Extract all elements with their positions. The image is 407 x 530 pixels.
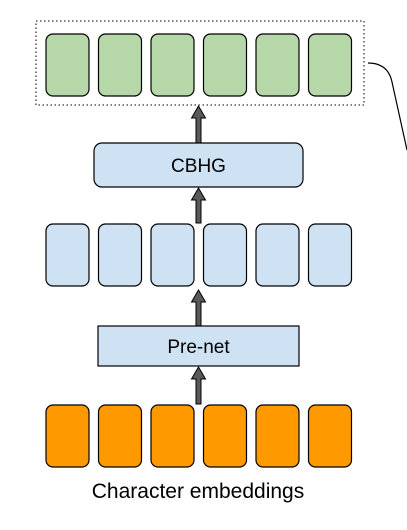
leader-line	[367, 62, 407, 151]
arrow-prenet-to-row	[190, 289, 207, 327]
up-arrow	[190, 105, 207, 144]
prenet-block	[97, 325, 300, 367]
caption: Character embeddings	[92, 480, 304, 503]
embeddings-row	[45, 404, 353, 468]
output-cell-2	[97, 33, 143, 97]
output-cell-3	[150, 33, 195, 97]
up-arrow	[190, 187, 207, 224]
cbhg-input-cell-6	[307, 223, 353, 287]
cbhg-input-cell-3	[150, 223, 195, 287]
embedding-cell-3	[150, 404, 195, 468]
up-arrow	[190, 289, 207, 327]
output-cell-6	[307, 33, 353, 97]
arrow-cbhg-to-output	[190, 105, 207, 144]
cbhg-label: CBHG	[171, 156, 226, 177]
output-row-outline	[35, 20, 365, 106]
cbhg-input-cell-4	[202, 223, 248, 287]
cbhg-input-cell-1	[45, 223, 90, 287]
embedding-cell-6	[307, 404, 353, 468]
cbhg-input-cell-2	[97, 223, 143, 287]
arrow-embeddings-to-prenet	[190, 366, 207, 405]
embedding-cell-5	[255, 404, 300, 468]
output-row	[45, 33, 353, 97]
output-cell-4	[202, 33, 248, 97]
prenet-label: Pre-net	[167, 337, 230, 358]
arrow-row-to-cbhg	[190, 187, 207, 224]
cbhg-input-row	[45, 223, 353, 287]
up-arrow	[190, 366, 207, 405]
embedding-cell-4	[202, 404, 248, 468]
cbhg-block	[93, 142, 304, 188]
embedding-cell-2	[97, 404, 143, 468]
cbhg-input-cell-5	[255, 223, 300, 287]
output-cell-5	[255, 33, 300, 97]
output-cell-1	[45, 33, 90, 97]
embedding-cell-1	[45, 404, 90, 468]
